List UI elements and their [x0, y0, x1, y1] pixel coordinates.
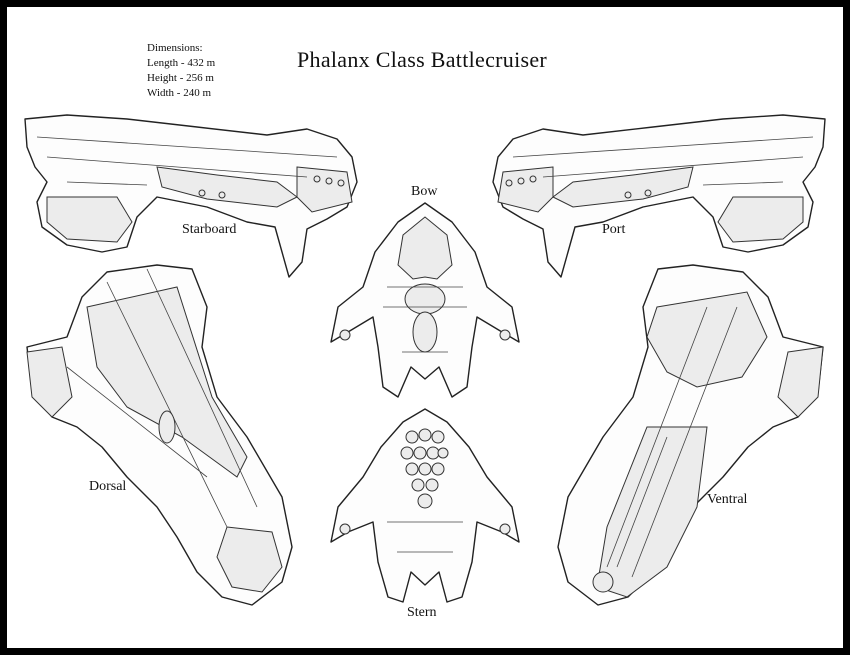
stern-label: Stern	[407, 605, 437, 620]
starboard-label: Starboard	[182, 222, 237, 237]
dorsal-view-drawing	[26, 264, 293, 606]
dimensions-block: Dimensions: Length - 432 m Height - 256 …	[147, 41, 215, 101]
starboard-view-drawing	[24, 114, 358, 278]
dimension-length: Length - 432 m	[147, 57, 216, 69]
port-view-drawing	[492, 114, 826, 278]
dimensions-heading: Dimensions:	[147, 42, 203, 54]
dimension-height: Height - 256 m	[147, 72, 214, 84]
page-title: Phalanx Class Battlecruiser	[297, 47, 548, 72]
blueprint-sheet: Dimensions: Length - 432 m Height - 256 …	[7, 7, 843, 648]
port-label: Port	[602, 222, 626, 237]
dorsal-label: Dorsal	[89, 479, 127, 494]
dimension-width: Width - 240 m	[147, 87, 212, 99]
bow-view-drawing	[330, 202, 520, 398]
bow-label: Bow	[411, 184, 438, 199]
ventral-label: Ventral	[707, 492, 748, 507]
ship-drawings	[24, 114, 826, 606]
ventral-view-drawing	[557, 264, 824, 606]
stern-view-drawing	[330, 408, 520, 603]
